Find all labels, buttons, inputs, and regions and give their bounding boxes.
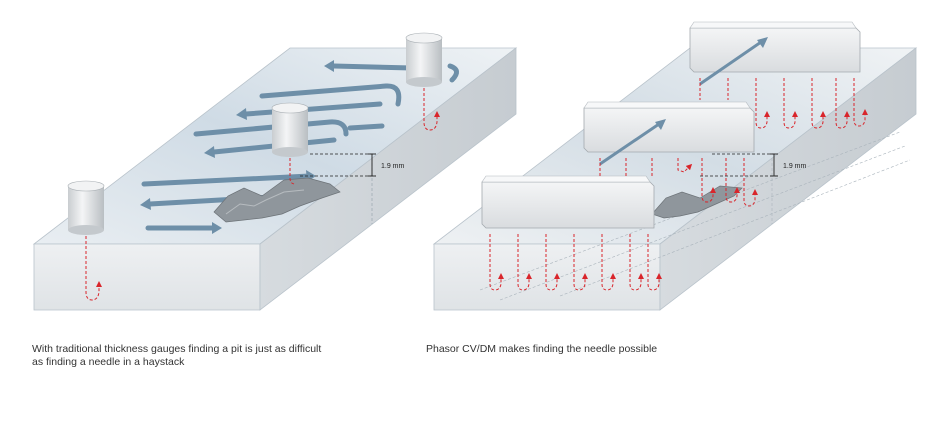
thickness-label: 1.9 mm — [783, 163, 807, 170]
rectangular-array-probe-icon — [481, 175, 655, 229]
ultrasound-paths — [489, 234, 662, 291]
cylinder-probe-icon — [271, 102, 309, 157]
left-block-front — [33, 243, 261, 311]
rectangular-array-probe-icon — [689, 21, 861, 86]
right-panel: 1.9 mm — [432, 21, 918, 311]
right-block-side — [659, 47, 917, 311]
thickness-measurement: 1.9 mm — [300, 153, 405, 177]
left-caption: With traditional thickness gauges findin… — [32, 343, 322, 368]
right-block-front — [433, 243, 661, 311]
cylinder-probe-icon — [67, 180, 105, 235]
thickness-label: 1.9 mm — [381, 163, 405, 170]
left-block-side — [259, 47, 517, 311]
pit-icon — [213, 177, 341, 223]
left-panel: 1.9 mm — [32, 32, 518, 311]
rectangular-array-probe-icon — [583, 101, 755, 166]
ultrasound-paths — [85, 88, 440, 301]
cylinder-probe-icon — [405, 32, 443, 87]
right-caption: Phasor CV/DM makes finding the needle po… — [426, 343, 658, 355]
thickness-measurement: 1.9 mm — [700, 153, 807, 177]
